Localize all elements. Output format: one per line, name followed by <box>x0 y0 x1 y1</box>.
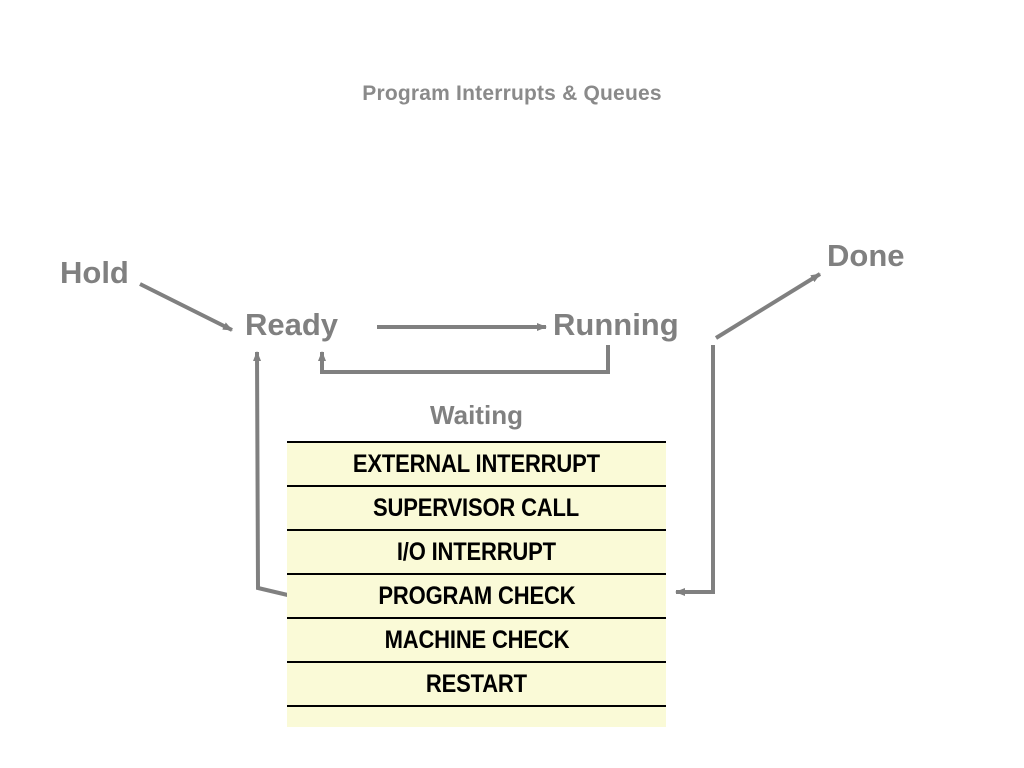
queue-row-label: RESTART <box>425 669 528 698</box>
page-title: Program Interrupts & Queues <box>362 82 662 105</box>
arrow-running-to-waiting <box>675 345 715 596</box>
table-row: I/O INTERRUPT <box>287 529 666 573</box>
arrow-hold-to-ready <box>139 282 233 332</box>
table-row-clipped <box>287 705 666 727</box>
queue-row-label: PROGRAM CHECK <box>378 581 575 610</box>
table-row: MACHINE CHECK <box>287 617 666 661</box>
arrow-running-to-ready <box>318 345 610 374</box>
queue-row-label: EXTERNAL INTERRUPT <box>352 449 601 478</box>
table-row: SUPERVISOR CALL <box>287 485 666 529</box>
arrow-running-to-done <box>714 272 822 340</box>
state-label-ready: Ready <box>245 307 339 342</box>
table-row: EXTERNAL INTERRUPT <box>287 441 666 485</box>
table-row: RESTART <box>287 661 666 705</box>
state-label-running: Running <box>553 307 679 342</box>
queue-row-label: MACHINE CHECK <box>384 625 569 654</box>
state-label-done: Done <box>827 238 905 273</box>
state-label-waiting: Waiting <box>430 400 523 430</box>
state-label-hold: Hold <box>60 255 129 290</box>
queue-row-label: I/O INTERRUPT <box>396 537 557 566</box>
queue-row-label: SUPERVISOR CALL <box>373 493 580 522</box>
waiting-queue-table: EXTERNAL INTERRUPT SUPERVISOR CALL I/O I… <box>287 441 666 727</box>
table-row: PROGRAM CHECK <box>287 573 666 617</box>
